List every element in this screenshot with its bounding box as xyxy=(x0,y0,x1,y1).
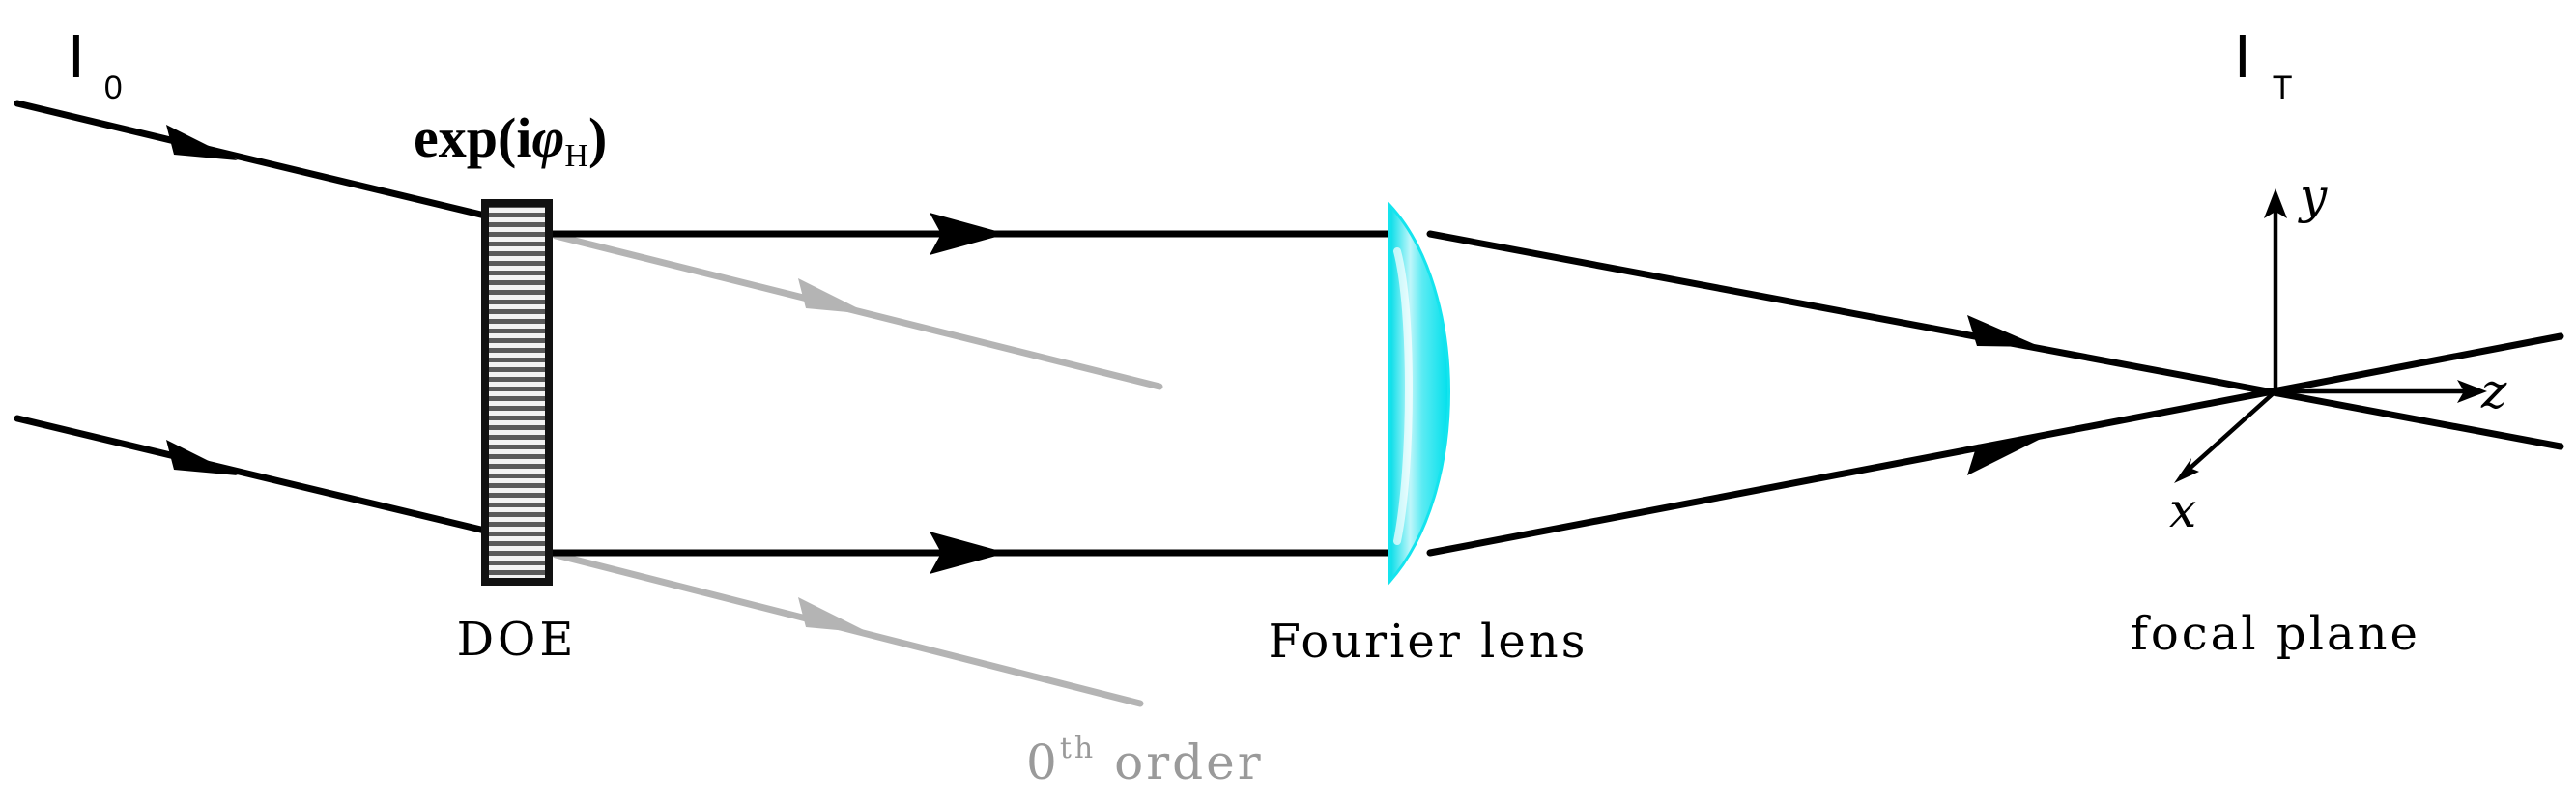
axis-arrowheads xyxy=(2174,188,2487,483)
axis-z-label: z xyxy=(2480,363,2507,419)
arrowhead-incoming-lower xyxy=(166,440,238,475)
y-axis-arrowhead xyxy=(2264,188,2287,218)
lens-label: Fourier lens xyxy=(1269,615,1589,669)
lens-highlight xyxy=(1393,247,1413,545)
incoming-beam-upper xyxy=(14,100,493,220)
collimated-arrowheads xyxy=(930,213,1007,574)
incoming-beams xyxy=(14,100,493,535)
arrowhead-converging-lower xyxy=(1967,439,2041,475)
arrowhead-converging-upper xyxy=(1967,315,2041,347)
arrowhead-incoming-upper xyxy=(166,125,238,160)
fourier-lens xyxy=(1388,201,1450,586)
incoming-beam-lower xyxy=(14,415,493,535)
incoming-arrowheads xyxy=(166,125,238,475)
x-axis-line xyxy=(2179,388,2278,478)
arrowhead-zeroth-lower xyxy=(798,597,870,633)
focal-plane-label: focal plane xyxy=(2131,607,2420,661)
x-axis-arrowhead xyxy=(2174,458,2199,483)
converging-arrowheads xyxy=(1967,315,2041,475)
arrowhead-collimated-lower xyxy=(930,532,1007,574)
doe-label: DOE xyxy=(457,613,578,667)
coordinate-axes xyxy=(2179,198,2476,478)
zeroth-order-label: 0th order xyxy=(1026,732,1264,791)
arrowhead-zeroth-upper xyxy=(798,278,870,314)
collimated-beams xyxy=(549,230,1395,557)
doe-grating xyxy=(481,199,553,586)
axis-x-label: x xyxy=(2169,482,2196,538)
arrowhead-collimated-upper xyxy=(930,213,1007,255)
z-axis-arrowhead xyxy=(2457,380,2487,403)
axis-y-label: y xyxy=(2298,168,2328,224)
doe-element xyxy=(481,199,553,586)
zeroth-order-arrowheads xyxy=(798,278,870,633)
phase-label: exp(iφH) xyxy=(414,106,607,174)
zeroth-order-beams xyxy=(552,232,1163,707)
